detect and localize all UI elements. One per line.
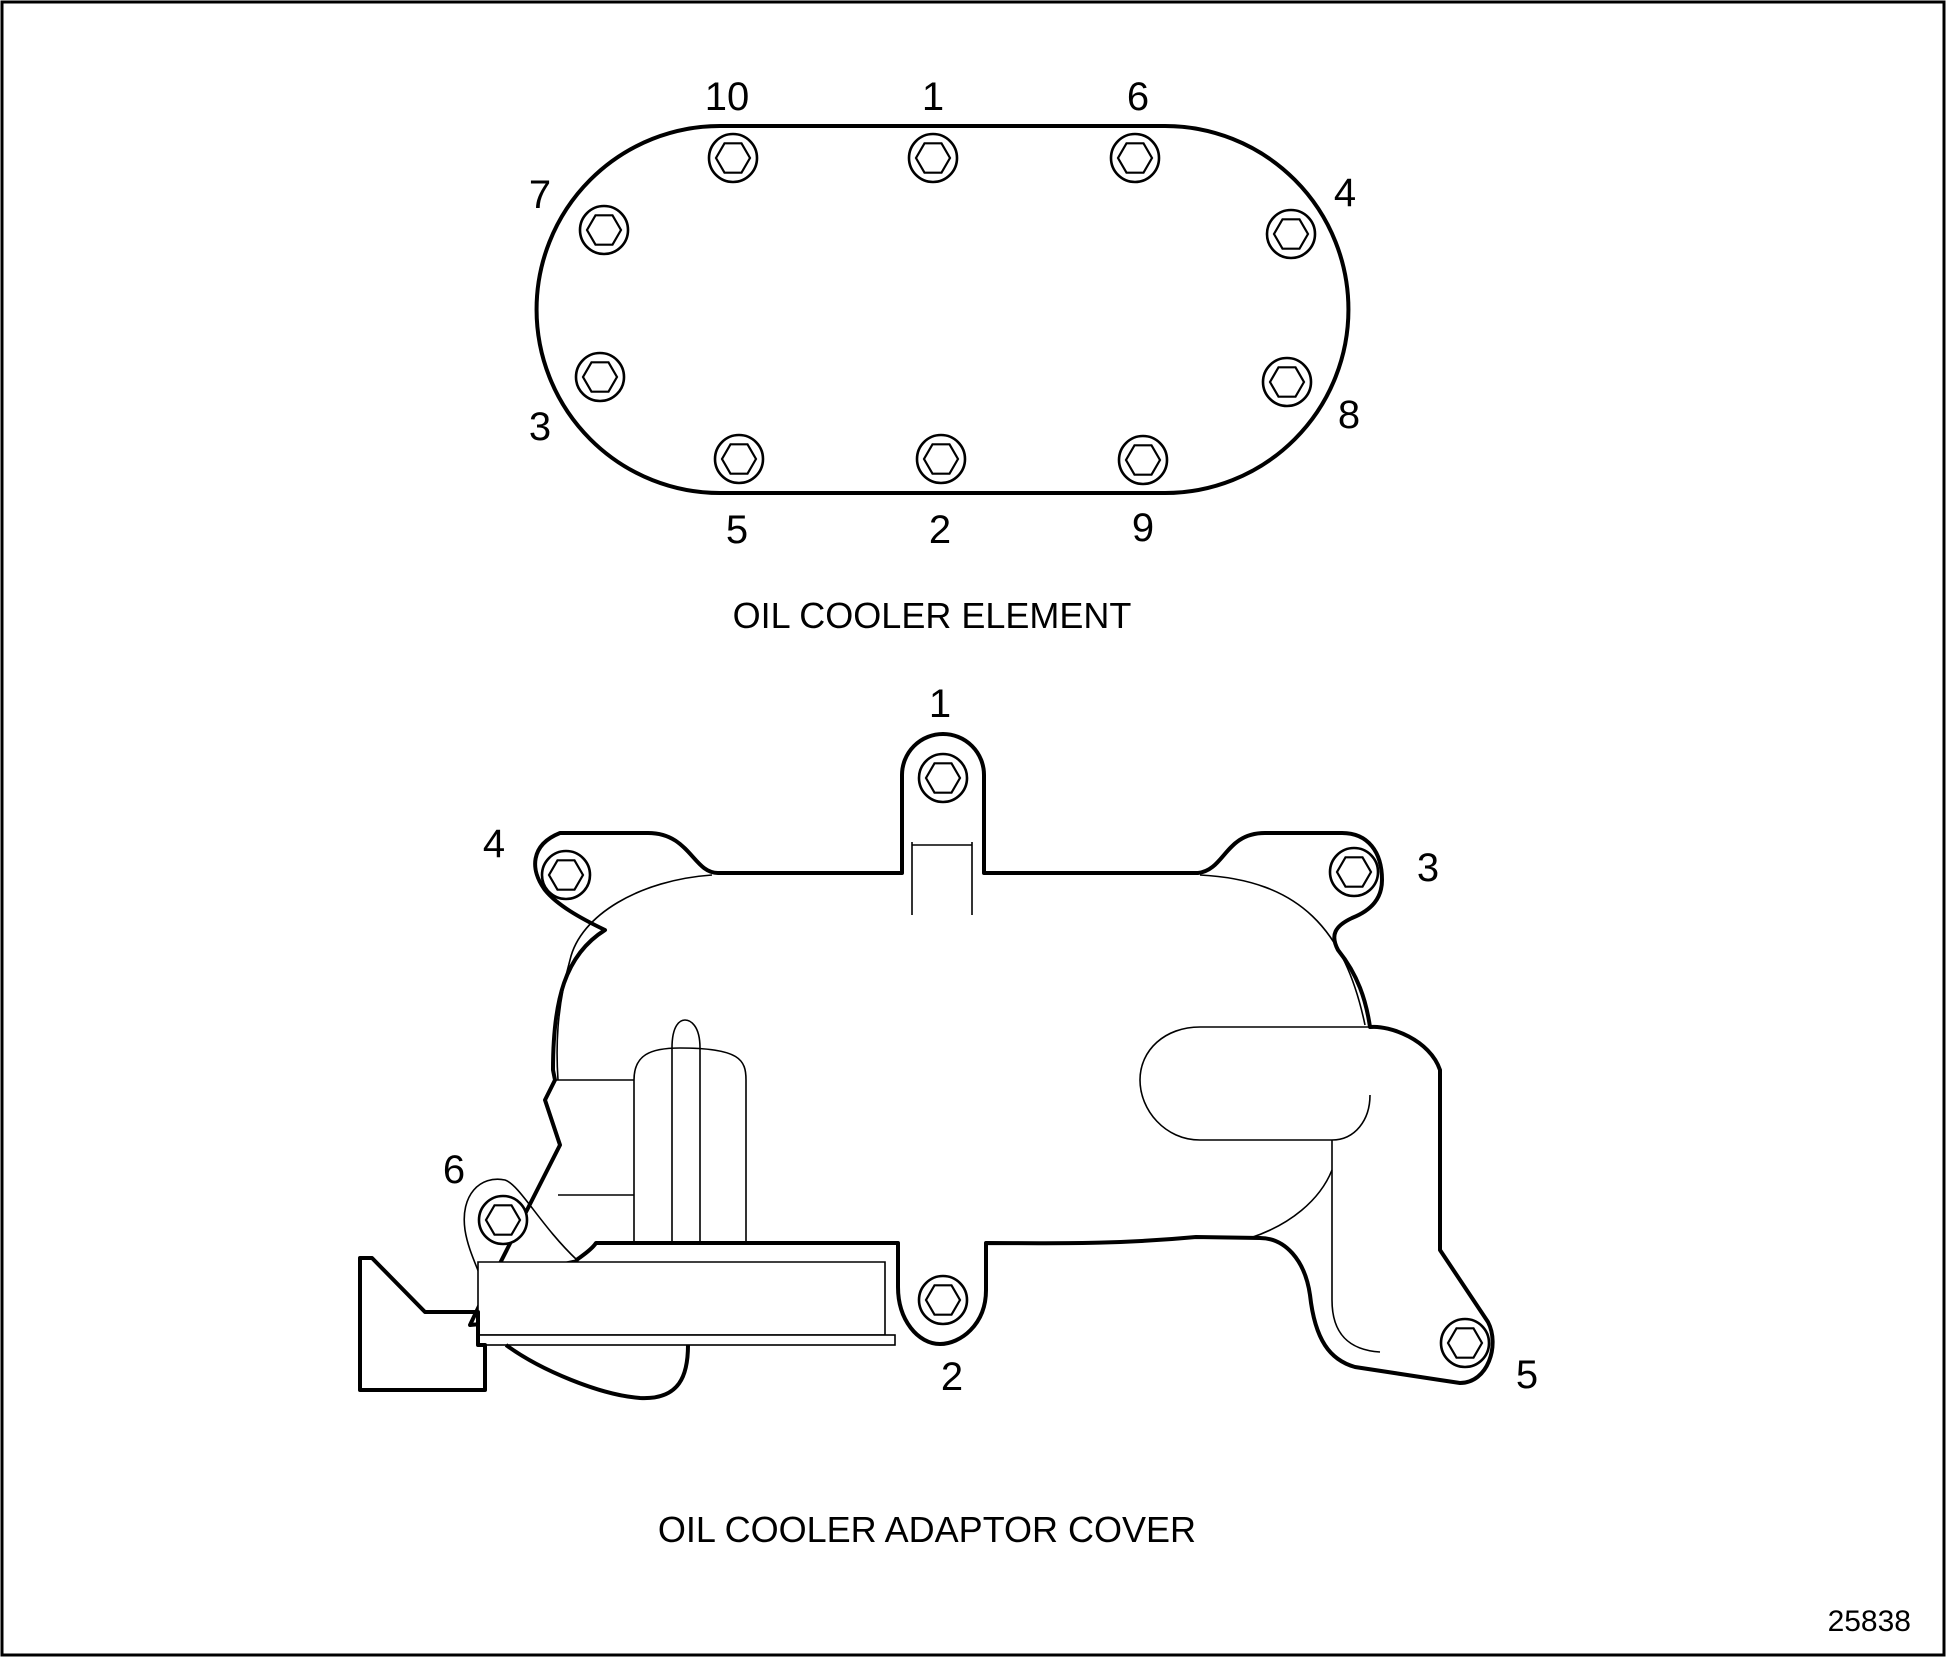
cover-callout-2: 2 — [941, 1355, 963, 1399]
cover-bolt-6 — [477, 1194, 529, 1246]
cover-outer-outline — [468, 732, 1495, 1385]
element-callout-8: 8 — [1338, 393, 1360, 437]
oil-cooler-element: 10 1 6 7 4 3 8 5 2 9 OIL COOLER ELEMENT — [529, 75, 1360, 636]
element-bolt-8 — [1261, 356, 1313, 408]
cover-outlet-pipe — [1139, 1026, 1371, 1141]
element-bolt-7 — [578, 204, 630, 256]
cover-lower-nose — [504, 1343, 690, 1401]
element-callout-10: 10 — [705, 75, 750, 119]
cover-callout-6: 6 — [443, 1148, 465, 1192]
element-callout-3: 3 — [529, 405, 551, 449]
cover-flange-plate — [477, 1261, 886, 1336]
element-callout-1: 1 — [922, 75, 944, 119]
cover-inlet-pipe — [633, 1047, 747, 1243]
cover-callout-5: 5 — [1516, 1353, 1538, 1397]
element-bolt-2 — [915, 433, 967, 485]
cover-bolt-1 — [917, 752, 969, 804]
element-bolt-10 — [707, 132, 759, 184]
element-callout-6: 6 — [1127, 75, 1149, 119]
cover-callout-4: 4 — [483, 822, 505, 866]
figure-number: 25838 — [1828, 1605, 1911, 1638]
cover-flange-gasket — [477, 1334, 896, 1346]
oil-cooler-adaptor-cover: 1 4 3 6 2 5 OIL COOLER ADAPTOR COVER — [358, 682, 1538, 1550]
element-caption: OIL COOLER ELEMENT — [733, 595, 1132, 636]
element-bolt-3 — [574, 351, 626, 403]
element-bolt-4 — [1265, 208, 1317, 260]
cover-outlet-elbow — [1331, 1140, 1381, 1353]
cover-caption: OIL COOLER ADAPTOR COVER — [658, 1509, 1196, 1550]
element-callout-4: 4 — [1334, 171, 1356, 215]
cover-body-inner-right — [1199, 874, 1366, 1026]
cover-bolt-4 — [540, 849, 592, 901]
cover-callout-3: 3 — [1417, 846, 1439, 890]
cover-bolt-2 — [917, 1274, 969, 1326]
element-bolt-5 — [713, 433, 765, 485]
cover-mount-bracket — [358, 1256, 487, 1392]
cover-inlet-rib — [671, 1019, 701, 1245]
element-bolt-6 — [1109, 132, 1161, 184]
element-body-outline — [534, 124, 1351, 495]
element-callout-7: 7 — [529, 173, 551, 217]
cover-bolt-5 — [1439, 1317, 1491, 1369]
element-bolt-9 — [1117, 434, 1169, 486]
cover-outlet-blend — [1249, 1169, 1333, 1239]
cover-callout-1: 1 — [929, 682, 951, 726]
cover-body-inner-left — [556, 874, 713, 1081]
cover-bolt-3 — [1328, 846, 1380, 898]
element-bolt-1 — [907, 132, 959, 184]
element-callout-5: 5 — [726, 508, 748, 552]
element-callout-9: 9 — [1132, 506, 1154, 550]
element-callout-2: 2 — [929, 508, 951, 552]
